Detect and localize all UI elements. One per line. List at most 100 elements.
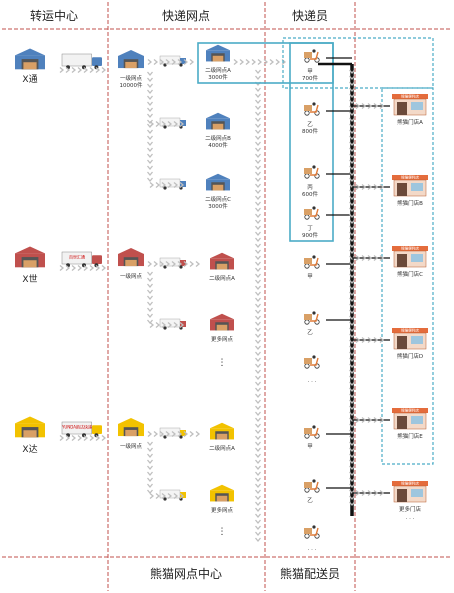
chevron [349, 231, 355, 237]
store-sign [392, 246, 428, 251]
transit-center-warehouse [15, 416, 45, 438]
chevron [147, 447, 153, 453]
courier-scooter [304, 425, 320, 439]
chevron [361, 103, 367, 109]
chevron [147, 77, 153, 83]
scooter-wheel [304, 319, 310, 325]
chevron [147, 313, 153, 319]
store-door [397, 416, 407, 429]
chevron [361, 184, 367, 190]
chevron [255, 375, 261, 381]
chevron [255, 237, 261, 243]
scooter-rider [312, 425, 316, 429]
chevron [195, 261, 201, 267]
chevron [147, 107, 153, 113]
chevron [159, 431, 165, 437]
scooter-rider [312, 311, 316, 315]
chevron [255, 369, 261, 375]
courier-count: 600件 [302, 190, 318, 198]
chevron [255, 519, 261, 525]
chevron [233, 59, 239, 65]
chevron [167, 322, 173, 328]
courier-scooter [304, 49, 320, 63]
chevron [153, 431, 159, 437]
scooter-wheel [304, 487, 310, 493]
chevron [349, 189, 355, 195]
courier-scooter [304, 165, 320, 179]
chevron [349, 291, 355, 297]
chevron [349, 405, 355, 411]
scooter-rider [312, 255, 316, 259]
chevron [155, 182, 161, 188]
level1-outlet-warehouse [118, 418, 144, 437]
chevron [255, 303, 261, 309]
chevron [65, 67, 71, 73]
chevron [153, 261, 159, 267]
outlet-van [159, 427, 186, 439]
dashed-box-stores [381, 87, 434, 465]
chevron [147, 177, 153, 183]
chevron [367, 184, 373, 190]
chevron [361, 417, 367, 423]
chevron [349, 267, 355, 273]
chevron [255, 135, 261, 141]
warehouse-parcels [23, 260, 37, 268]
courier-name: 甲 [307, 273, 313, 280]
store-window [411, 102, 423, 110]
elbow-down [147, 123, 153, 183]
chevron [355, 184, 361, 190]
chevron [349, 195, 355, 201]
chevron [147, 147, 153, 153]
scooter-wheel [304, 110, 310, 116]
chevron [349, 303, 355, 309]
warehouse-roof [210, 313, 234, 320]
chevron [155, 121, 161, 127]
chevron [349, 93, 355, 99]
chevron [147, 489, 153, 495]
chevron [255, 123, 261, 129]
chevron [83, 67, 89, 73]
chevron [255, 327, 261, 333]
chevron [255, 201, 261, 207]
chevron [255, 483, 261, 489]
courier-name: 甲 [307, 68, 313, 75]
truck-brand-label: YUNDA韵达快递 [61, 424, 92, 430]
chevron [349, 393, 355, 399]
chevron [373, 184, 379, 190]
secondary-outlet-label: 二级网点A [205, 66, 231, 74]
scooter-rider [312, 165, 316, 169]
level1-outlet-label: 一级网点 [120, 442, 143, 450]
truck-container [61, 251, 92, 265]
chevron [255, 99, 261, 105]
elbow-right [149, 493, 185, 499]
chevron [147, 477, 153, 483]
chevron [349, 375, 355, 381]
chevron [71, 265, 77, 271]
chevron [171, 59, 177, 65]
chevron [361, 490, 367, 496]
chevron [349, 171, 355, 177]
header-express-outlet: 快递网点 [162, 9, 210, 23]
scooter-rider [312, 355, 316, 359]
chevron [255, 351, 261, 357]
store-window [411, 336, 423, 344]
chevron [179, 182, 185, 188]
truck-cab [92, 255, 102, 264]
chevron [147, 277, 153, 283]
chevron [255, 411, 261, 417]
scooter-rider [312, 49, 316, 53]
secondary-outlet-warehouse [210, 252, 234, 270]
chevron [355, 103, 361, 109]
courier-scooter [304, 311, 320, 325]
chevron [349, 333, 355, 339]
chevron [155, 322, 161, 328]
level1-outlet-label: 10000件 [120, 81, 143, 89]
courier-scooter [304, 255, 320, 269]
chevron [251, 59, 257, 65]
chevron [255, 195, 261, 201]
to-store-chevrons [355, 103, 385, 109]
courier-scooter [304, 102, 320, 116]
chevron [367, 417, 373, 423]
chevron [349, 117, 355, 123]
chevron [171, 431, 177, 437]
